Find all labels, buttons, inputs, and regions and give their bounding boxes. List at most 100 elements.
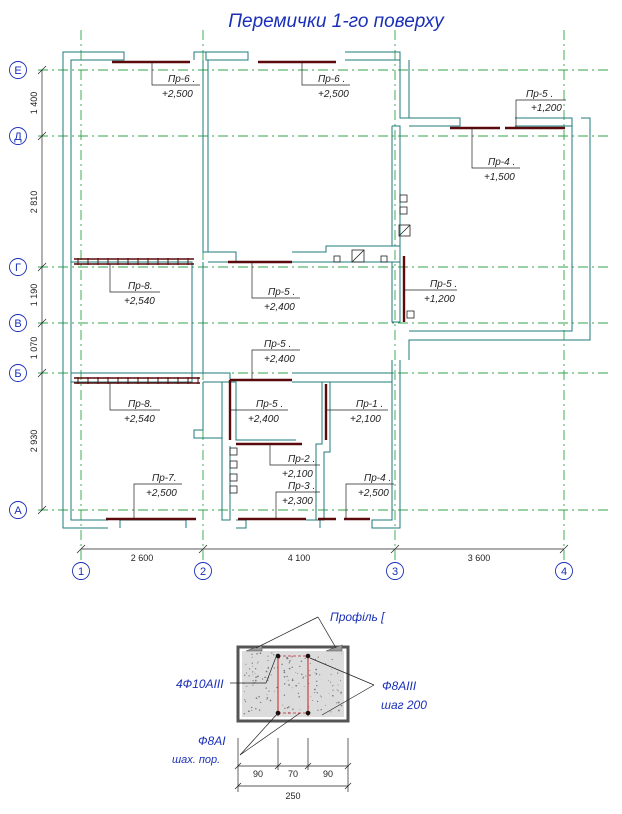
section-total: 250	[285, 791, 300, 801]
concrete-speckle	[320, 709, 322, 711]
walls	[62, 51, 591, 529]
lintel-level: +2,300	[282, 496, 313, 507]
leader-line	[133, 483, 182, 519]
concrete-speckle	[251, 709, 253, 711]
concrete-speckle	[284, 707, 286, 710]
concrete-speckle	[309, 663, 311, 664]
concrete-speckle	[287, 679, 289, 681]
concrete-speckle	[257, 662, 258, 664]
lintel-level: +2,500	[162, 89, 193, 100]
lintel-level: +2,500	[358, 488, 389, 499]
vent-box	[399, 194, 408, 203]
dim-tick	[37, 318, 47, 328]
concrete-speckle	[261, 678, 264, 680]
inner-wall-row-G-3	[292, 245, 401, 263]
row-spacing: 1 190	[29, 284, 39, 307]
concrete-speckle	[276, 686, 278, 689]
outer-wall-right-lower	[371, 360, 401, 529]
concrete-speckle	[299, 709, 301, 711]
concrete-speckle	[317, 709, 319, 711]
dim-tick	[37, 505, 47, 515]
lintel-mark: Пр-3 .	[288, 481, 315, 492]
lintel-mark: Пр-6 .	[168, 74, 195, 85]
leader-line	[317, 616, 337, 649]
profile-label: Профіль [	[330, 610, 386, 624]
section-dim: 90	[323, 769, 333, 779]
axis-letter: Г	[15, 262, 21, 274]
concrete-speckle	[265, 676, 267, 678]
lintel-mark: Пр-5 .	[268, 287, 295, 298]
concrete-speckle	[251, 653, 253, 655]
leader-line	[151, 62, 200, 86]
outer-wall-left	[62, 51, 108, 529]
concrete-speckle	[298, 696, 300, 698]
concrete-speckle	[314, 658, 317, 661]
rebar-dot	[305, 653, 311, 659]
section-dim-values: 90 70 90 250	[253, 769, 333, 801]
tie-note-label: шах. пор.	[172, 754, 220, 766]
concrete-speckle	[319, 695, 321, 697]
concrete-speckle	[281, 663, 283, 666]
inner-wall-row-G	[71, 261, 193, 267]
concrete-speckle	[298, 682, 300, 684]
axis-letter: Б	[14, 368, 21, 380]
concrete-speckle	[303, 686, 305, 687]
dim-tick	[304, 762, 312, 770]
ventilation-ducts	[229, 194, 415, 494]
vent-box	[398, 224, 411, 237]
lintel-level: +2,540	[124, 296, 155, 307]
leader-line	[309, 657, 375, 686]
lintel-level: +1,200	[531, 103, 562, 114]
concrete-speckle	[330, 711, 332, 713]
concrete-speckle	[308, 683, 310, 684]
concrete-speckle	[286, 656, 288, 659]
vent-diagonal	[398, 224, 411, 237]
axis-letter: В	[14, 318, 21, 330]
concrete-speckle	[257, 661, 259, 663]
concrete-speckle	[265, 671, 267, 673]
vent-box	[406, 310, 415, 319]
concrete-speckle	[252, 684, 254, 686]
concrete-speckle	[319, 674, 321, 676]
profile-channel	[245, 644, 263, 652]
concrete-speckle	[338, 709, 340, 712]
axis-number: 2	[200, 566, 206, 578]
lintel-level: +2,400	[248, 414, 279, 425]
lintel-level: +1,500	[484, 172, 515, 183]
leader-line	[239, 712, 279, 756]
column-spacing: 4 100	[288, 553, 311, 563]
lintel-level: +2,400	[264, 302, 295, 313]
outer-wall-bottom	[119, 519, 187, 528]
row-spacing: 1 070	[29, 337, 39, 360]
concrete-speckle	[286, 675, 288, 678]
dim-tick	[37, 131, 47, 141]
concrete-speckle	[332, 685, 334, 687]
concrete-speckle	[251, 662, 253, 664]
inner-wall-corridor-right	[315, 382, 331, 521]
inner-wall-row-B-3	[292, 372, 393, 383]
axis-letter: Е	[14, 65, 21, 77]
stirrup-label: Ф8АIII	[382, 679, 417, 693]
concrete-speckle	[330, 673, 332, 675]
concrete-speckle	[337, 684, 339, 686]
concrete-speckle	[291, 687, 293, 689]
leader-line	[255, 616, 319, 649]
concrete-speckle	[314, 672, 316, 674]
concrete-speckle	[316, 692, 318, 694]
concrete-speckle	[324, 704, 326, 706]
leader-line	[321, 684, 375, 716]
column-spacing: 2 600	[131, 553, 154, 563]
concrete-speckle	[295, 672, 297, 673]
axis-number: 3	[392, 566, 398, 578]
section-dim: 70	[288, 769, 298, 779]
leader-line	[230, 656, 277, 684]
leader-line	[109, 264, 160, 293]
concrete-speckle	[267, 655, 269, 657]
concrete-speckle	[316, 700, 319, 703]
concrete-speckle	[320, 696, 322, 698]
concrete-speckle	[252, 683, 254, 685]
concrete-speckle	[243, 690, 245, 692]
concrete-speckle	[260, 701, 262, 704]
lintel-mark: Пр-8.	[128, 399, 152, 410]
concrete-speckle	[297, 692, 299, 695]
